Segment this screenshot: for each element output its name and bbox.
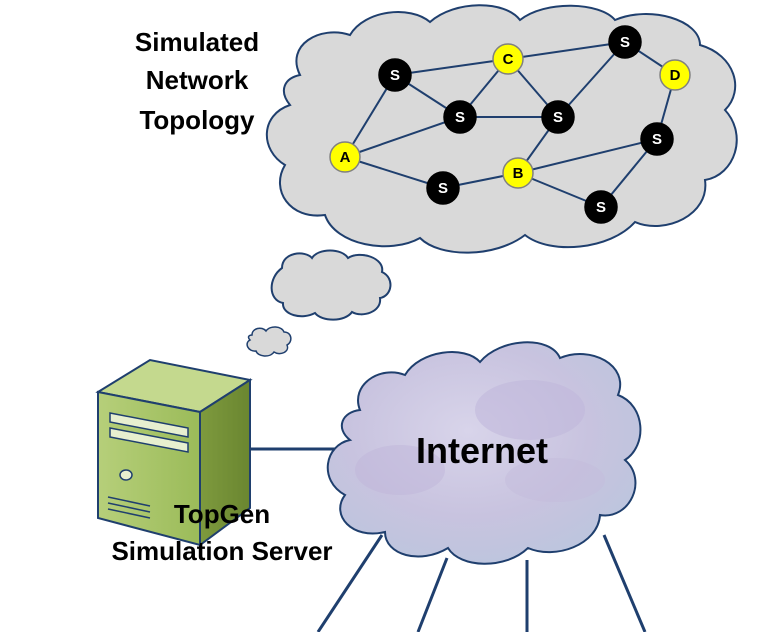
topology-title-line-3: Topology xyxy=(139,105,255,135)
node-circle xyxy=(541,100,575,134)
thought-bubble-small xyxy=(246,326,292,357)
node-circle xyxy=(329,141,361,173)
edge-s1-c xyxy=(394,58,509,76)
node-circle xyxy=(659,59,691,91)
node-circle xyxy=(608,25,642,59)
edge-a-s6 xyxy=(344,156,444,189)
internet-label: Internet xyxy=(416,430,548,471)
node-circle xyxy=(640,122,674,156)
node-d: D xyxy=(659,59,691,91)
node-circle xyxy=(426,171,460,205)
topology-title-line-1: Simulated xyxy=(135,27,259,57)
node-s4: S xyxy=(541,100,575,134)
node-label: B xyxy=(513,165,524,182)
node-circle xyxy=(584,190,618,224)
node-label: S xyxy=(455,109,465,126)
node-b: B xyxy=(502,157,534,189)
node-circle xyxy=(443,100,477,134)
internet-link-4 xyxy=(602,534,647,632)
node-s5: S xyxy=(640,122,674,156)
node-s3: S xyxy=(443,100,477,134)
edge-c-s2 xyxy=(507,41,626,60)
node-s2: S xyxy=(608,25,642,59)
node-circle xyxy=(502,157,534,189)
node-label: C xyxy=(503,51,514,68)
server-label-line-2: Simulation Server xyxy=(111,536,332,566)
node-label: A xyxy=(340,149,351,166)
node-label: S xyxy=(438,180,448,197)
edge-b-s5 xyxy=(517,138,658,174)
node-label: S xyxy=(553,109,563,126)
node-circle xyxy=(378,58,412,92)
node-s7: S xyxy=(584,190,618,224)
node-s1: S xyxy=(378,58,412,92)
server-label-line-1: TopGen xyxy=(174,499,270,529)
node-label: D xyxy=(670,67,681,84)
internet-link-2 xyxy=(416,557,449,632)
node-label: S xyxy=(390,67,400,84)
node-label: S xyxy=(620,34,630,51)
internet-cloud-shade-2 xyxy=(355,445,445,495)
server-icon xyxy=(95,358,253,547)
edge-s4-s2 xyxy=(557,41,626,118)
internet-cloud-shade-1 xyxy=(475,380,585,440)
node-s6: S xyxy=(426,171,460,205)
node-c: C xyxy=(492,43,524,75)
node-a: A xyxy=(329,141,361,173)
node-label: S xyxy=(596,199,606,216)
topology-nodes: S C S D S S S A S B S xyxy=(329,25,691,224)
topology-title-line-2: Network xyxy=(146,65,249,95)
node-circle xyxy=(492,43,524,75)
node-label: S xyxy=(652,131,662,148)
internet-link-1 xyxy=(316,534,384,632)
edge-a-s3 xyxy=(344,116,461,158)
internet-cloud-shade-3 xyxy=(505,458,605,502)
thought-bubble-large xyxy=(270,249,392,321)
